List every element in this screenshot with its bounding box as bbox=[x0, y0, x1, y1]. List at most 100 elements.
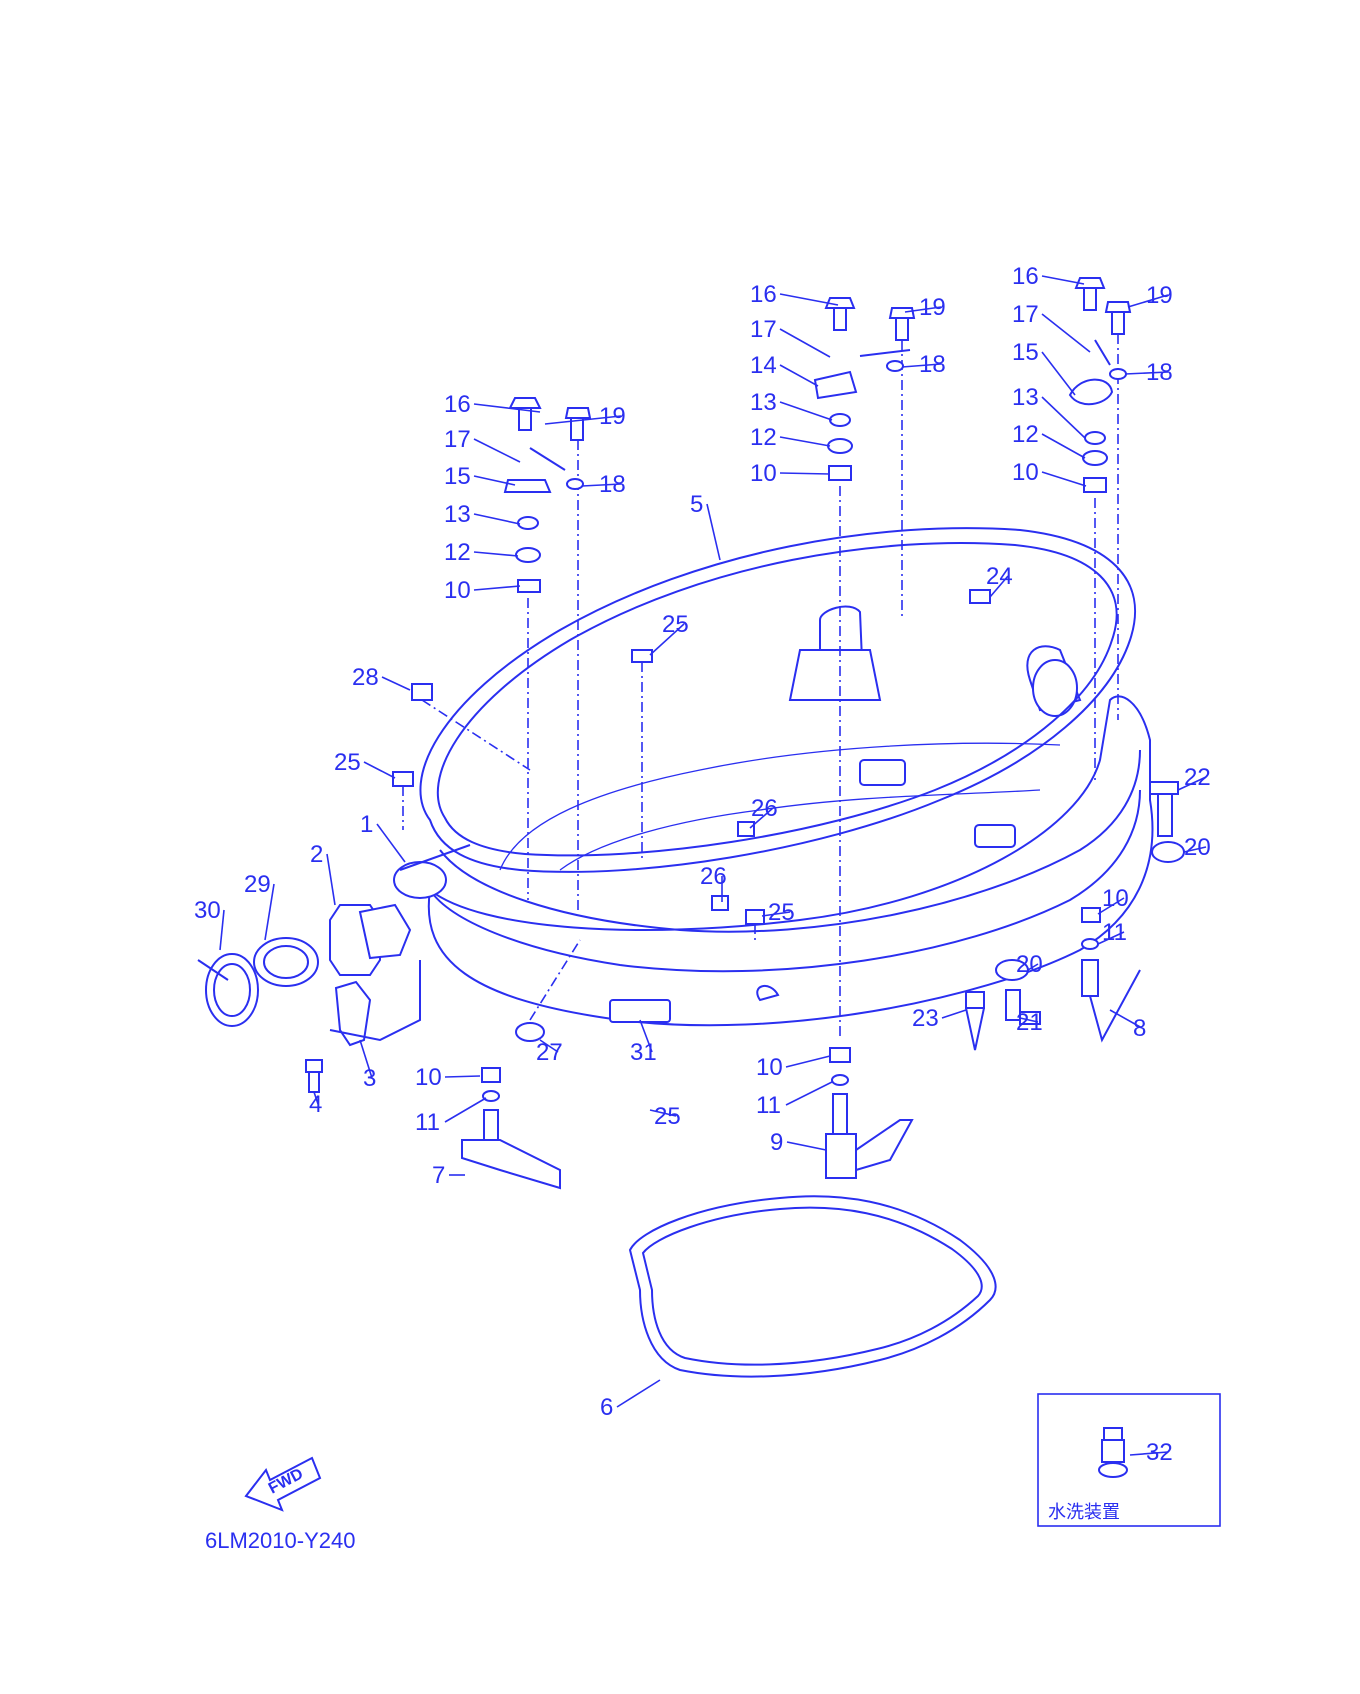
callout-c9: 9 bbox=[770, 1129, 783, 1156]
leader-line-c24 bbox=[989, 575, 1009, 598]
callout-c10f: 10 bbox=[756, 1054, 783, 1081]
leader-line-c20b bbox=[1027, 963, 1039, 971]
leader-line-c17a bbox=[473, 438, 521, 463]
leader-line-c18c bbox=[1124, 371, 1169, 375]
leader-line-c18b bbox=[901, 363, 942, 368]
inset-caption: 水洗装置 bbox=[1048, 1502, 1120, 1523]
callout-c31: 31 bbox=[630, 1039, 657, 1066]
callout-c11c: 11 bbox=[756, 1092, 781, 1119]
callout-c18c: 18 bbox=[1146, 359, 1173, 386]
leader-line-c17b bbox=[779, 328, 831, 358]
callout-c17c: 17 bbox=[1012, 301, 1039, 328]
callout-c12a: 12 bbox=[444, 539, 471, 566]
leader-line-c11c bbox=[785, 1081, 833, 1106]
seal-6 bbox=[628, 1195, 997, 1378]
leader-line-c8 bbox=[1109, 1009, 1143, 1029]
callout-c26b: 26 bbox=[700, 863, 727, 890]
callout-c14b: 14 bbox=[750, 352, 777, 379]
callout-c12c: 12 bbox=[1012, 421, 1039, 448]
leader-line-c11b bbox=[444, 1097, 487, 1123]
callout-c20b: 20 bbox=[1016, 951, 1043, 978]
callout-c2: 2 bbox=[310, 841, 323, 868]
leader-line-c25c bbox=[761, 911, 791, 917]
leader-line-c10d bbox=[1097, 897, 1125, 915]
leader-line-c6 bbox=[616, 1379, 661, 1408]
leader-line-c11a bbox=[1097, 931, 1125, 945]
callout-c20a: 20 bbox=[1184, 834, 1211, 861]
leader-line-c14b bbox=[779, 364, 819, 387]
callout-c18b: 18 bbox=[919, 351, 946, 378]
callout-c10b: 10 bbox=[750, 460, 777, 487]
leader-line-c13a bbox=[473, 513, 521, 525]
callout-c19c: 19 bbox=[1146, 282, 1173, 309]
lever-7 bbox=[461, 1067, 561, 1190]
leader-line-c20a bbox=[1183, 846, 1207, 853]
leader-line-c10b bbox=[779, 472, 831, 475]
washing-device-inset bbox=[1037, 1393, 1221, 1527]
leader-line-c4 bbox=[313, 1091, 319, 1105]
front-grommet-assembly bbox=[197, 903, 421, 1093]
leader-line-c28 bbox=[381, 676, 411, 691]
callout-c28: 28 bbox=[352, 664, 379, 691]
callout-c12b: 12 bbox=[750, 424, 777, 451]
leader-line-c16c bbox=[1041, 275, 1085, 285]
leader-line-c32 bbox=[1129, 1451, 1169, 1456]
leader-line-c25a bbox=[649, 623, 685, 656]
callout-c10c: 10 bbox=[1012, 459, 1039, 486]
leader-line-c19b bbox=[904, 306, 942, 313]
leader-line-c12a bbox=[473, 551, 519, 557]
latch-hardware-center bbox=[813, 297, 916, 1040]
latch-hardware-right bbox=[1068, 277, 1132, 780]
leader-line-c27 bbox=[539, 1039, 559, 1053]
latch-hardware-left bbox=[503, 397, 592, 910]
leader-line-c23 bbox=[941, 1009, 967, 1019]
leader-line-c3 bbox=[359, 1039, 373, 1079]
callout-c32: 32 bbox=[1146, 1439, 1173, 1466]
callout-c22: 22 bbox=[1184, 764, 1211, 791]
callout-c16c: 16 bbox=[1012, 263, 1039, 290]
lever-9 bbox=[825, 1047, 914, 1179]
seal-5 bbox=[419, 527, 1136, 873]
leader-line-c21 bbox=[1019, 1017, 1039, 1023]
callout-c16b: 16 bbox=[750, 281, 777, 308]
leader-line-c16b bbox=[779, 293, 839, 306]
callout-c26a: 26 bbox=[751, 795, 778, 822]
leader-line-c10e bbox=[444, 1075, 481, 1078]
callout-c8: 8 bbox=[1133, 1015, 1146, 1042]
leader-line-c26a bbox=[749, 807, 774, 829]
leader-line-c19a bbox=[544, 415, 622, 425]
callout-c18a: 18 bbox=[599, 471, 626, 498]
callout-c17b: 17 bbox=[750, 316, 777, 343]
callout-c11b: 11 bbox=[415, 1109, 440, 1136]
leader-line-c29 bbox=[264, 883, 275, 941]
callout-c10e: 10 bbox=[415, 1064, 442, 1091]
leader-line-c10c bbox=[1041, 471, 1087, 487]
leader-line-c15a bbox=[473, 475, 516, 486]
leader-line-c5 bbox=[706, 503, 721, 561]
misc-fasteners bbox=[392, 589, 1185, 1051]
callout-c21: 21 bbox=[1016, 1009, 1043, 1036]
callout-c29: 29 bbox=[244, 871, 271, 898]
callout-c11a: 11 bbox=[1102, 919, 1127, 946]
leader-line-c12b bbox=[779, 436, 831, 447]
callout-c17a: 17 bbox=[444, 426, 471, 453]
callout-c13a: 13 bbox=[444, 501, 471, 528]
callout-c25b: 25 bbox=[334, 749, 361, 776]
callout-c7: 7 bbox=[432, 1162, 445, 1189]
leader-line-c13b bbox=[779, 401, 833, 421]
leader-lines bbox=[219, 275, 1207, 1456]
callout-c15c: 15 bbox=[1012, 339, 1039, 366]
callout-c27: 27 bbox=[536, 1039, 563, 1066]
leader-line-c2 bbox=[326, 853, 336, 906]
callout-c25d: 25 bbox=[654, 1103, 681, 1130]
callout-c24: 24 bbox=[986, 563, 1013, 590]
callout-c10d: 10 bbox=[1102, 885, 1129, 912]
callout-c25c: 25 bbox=[768, 899, 795, 926]
callout-c6: 6 bbox=[600, 1394, 613, 1421]
leader-line-c30 bbox=[219, 909, 225, 951]
diagram-code: 6LM2010-Y240 bbox=[205, 1528, 355, 1553]
callout-c23: 23 bbox=[912, 1005, 939, 1032]
leader-line-c13c bbox=[1041, 396, 1086, 439]
